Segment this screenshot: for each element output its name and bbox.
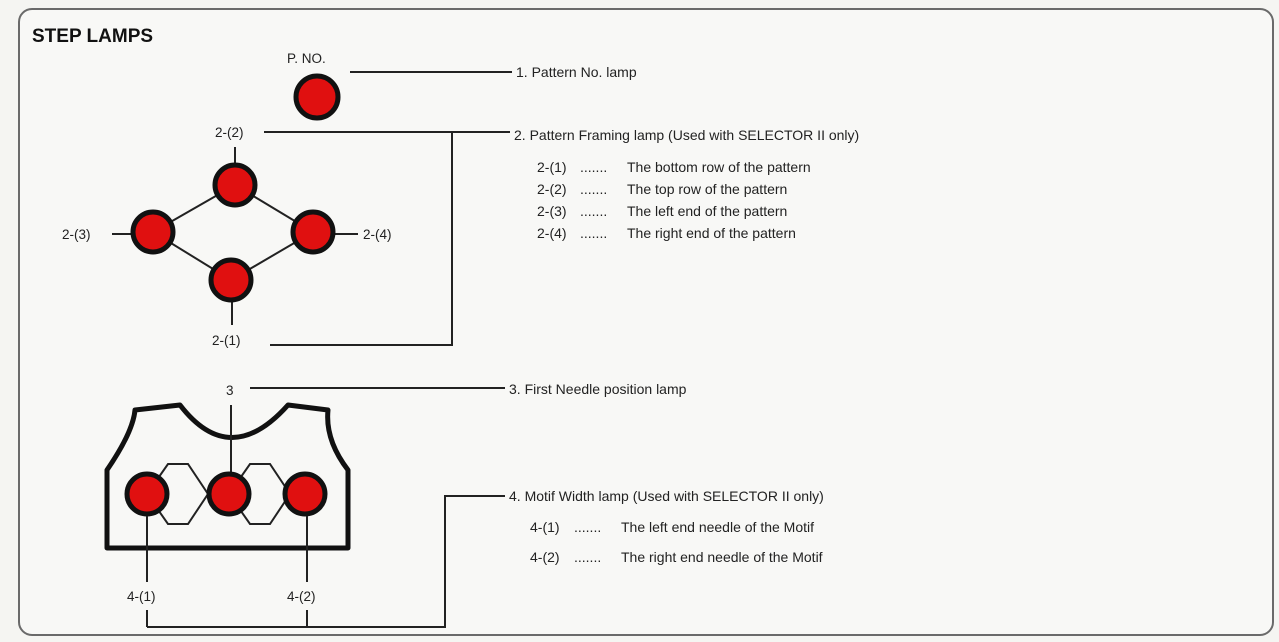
legend-sub-code: 2-(3): [537, 203, 567, 219]
lamp-first-needle: [209, 474, 249, 514]
legend-sub-text: The right end of the pattern: [627, 225, 796, 241]
legend-sub-code: 4-(2): [530, 549, 560, 565]
legend-sub-text: The left end of the pattern: [627, 203, 787, 219]
label-frame-2-3: 2-(3): [62, 227, 91, 242]
legend-sub-text: The left end needle of the Motif: [621, 519, 814, 535]
label-frame-2-4: 2-(4): [363, 227, 392, 242]
legend-sub-text: The right end needle of the Motif: [621, 549, 823, 565]
legend-sub-dots: .......: [580, 203, 607, 219]
lamp-frame-2-1: [211, 260, 251, 300]
lamp-frame-2-4: [293, 212, 333, 252]
label-pattern-no: P. NO.: [287, 51, 326, 66]
label-frame-2-2: 2-(2): [215, 125, 244, 140]
legend-sub-dots: .......: [574, 519, 601, 535]
legend-item-2: 2. Pattern Framing lamp (Used with SELEC…: [514, 127, 859, 143]
label-first-needle: 3: [226, 383, 234, 398]
legend-sub-text: The bottom row of the pattern: [627, 159, 811, 175]
legend-sub-dots: .......: [580, 181, 607, 197]
label-motif-4-2: 4-(2): [287, 589, 316, 604]
lamp-frame-2-3: [133, 212, 173, 252]
legend-sub-code: 2-(1): [537, 159, 567, 175]
legend-sub-text: The top row of the pattern: [627, 181, 787, 197]
lamp-pattern-no: [296, 76, 338, 118]
label-motif-4-1: 4-(1): [127, 589, 156, 604]
legend-sub-dots: .......: [580, 225, 607, 241]
legend-sub-code: 2-(2): [537, 181, 567, 197]
page-title: STEP LAMPS: [32, 26, 153, 47]
legend-sub-dots: .......: [574, 549, 601, 565]
lamp-motif-4-1: [127, 474, 167, 514]
legend-sub-dots: .......: [580, 159, 607, 175]
lamp-motif-4-2: [285, 474, 325, 514]
legend-item-1: 1. Pattern No. lamp: [516, 64, 637, 80]
legend-sub-code: 4-(1): [530, 519, 560, 535]
legend-sub-code: 2-(4): [537, 225, 567, 241]
legend-item-4: 4. Motif Width lamp (Used with SELECTOR …: [509, 488, 824, 504]
label-frame-2-1: 2-(1): [212, 333, 241, 348]
lamp-frame-2-2: [215, 165, 255, 205]
legend-item-3: 3. First Needle position lamp: [509, 381, 687, 397]
